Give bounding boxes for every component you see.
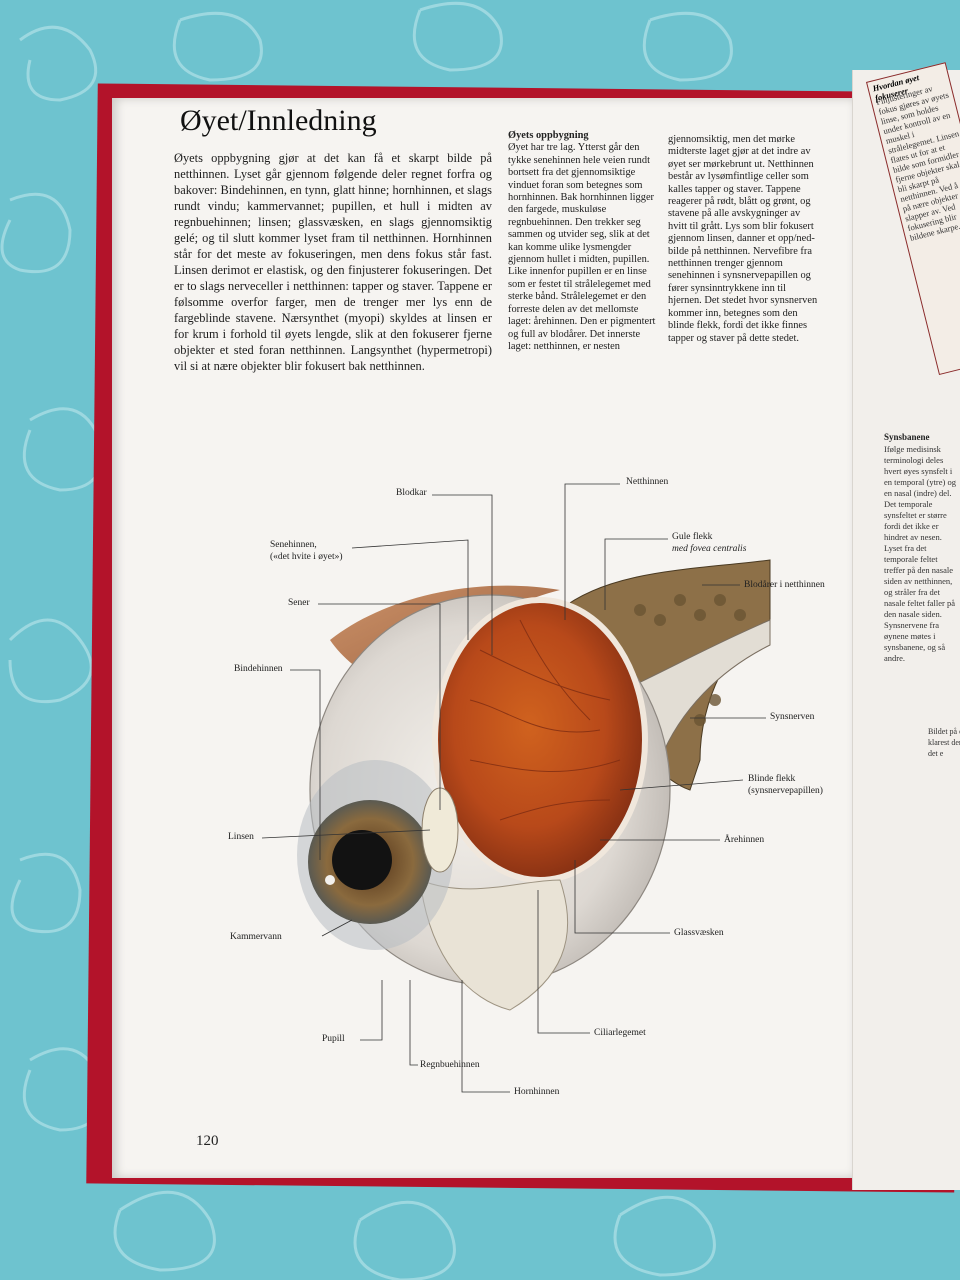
- facing-page-text: Ifølge medisinsk terminologi deles hvert…: [884, 444, 956, 663]
- label-synsnerven: Synsnerven: [770, 712, 815, 722]
- pupil: [332, 830, 392, 890]
- label-senehinnen: Senehinnen,: [270, 540, 317, 550]
- intro-paragraph: Øyets oppbygning gjør at det kan få et s…: [174, 151, 492, 373]
- label-glassvaesken: Glassvæsken: [674, 928, 724, 938]
- page-number: 120: [196, 1133, 219, 1149]
- label-ciliarlegemet: Ciliarlegemet: [594, 1028, 646, 1038]
- label-netthinnen: Netthinnen: [626, 477, 669, 487]
- label-blinde-flekk: Blinde flekk: [748, 774, 796, 784]
- label-blodkar: Blodkar: [396, 488, 427, 498]
- column-text: Øyet har tre lag. Ytterst går den tykke …: [508, 142, 656, 352]
- label-kammervann: Kammervann: [230, 932, 282, 942]
- label-regnbuehinnen: Regnbuehinnen: [420, 1060, 480, 1070]
- label-blinde-flekk-sub: (synsnervepapillen): [748, 786, 823, 796]
- label-hornhinnen: Hornhinnen: [514, 1087, 560, 1097]
- page-title: Øyet/Innledning: [180, 104, 377, 137]
- column-continued: gjennomsiktig, men det mørke midterste l…: [668, 134, 818, 344]
- label-pupill: Pupill: [322, 1034, 345, 1044]
- label-linsen: Linsen: [228, 832, 254, 842]
- eye-interior: [432, 597, 648, 883]
- label-sener: Sener: [288, 598, 310, 608]
- facing-page-heading: Synsbanene: [884, 432, 930, 442]
- label-gule-flekk-sub: med fovea centralis: [672, 544, 747, 554]
- label-blodarer: Blodårer i netthinnen: [744, 580, 825, 590]
- column-oppbygning: Øyets oppbygning Øyet har tre lag. Ytter…: [508, 130, 658, 353]
- facing-page-caption: Bildet på er klarest der det e: [928, 727, 960, 758]
- column-heading: Øyets oppbygning: [508, 130, 589, 141]
- label-senehinnen-sub: («det hvite i øyet»): [270, 552, 343, 562]
- label-arehinnen: Årehinnen: [724, 835, 765, 845]
- eye-muscle-bottom: [419, 879, 569, 1011]
- label-gule-flekk: Gule flekk: [672, 532, 713, 542]
- label-bindehinnen: Bindehinnen: [234, 664, 283, 674]
